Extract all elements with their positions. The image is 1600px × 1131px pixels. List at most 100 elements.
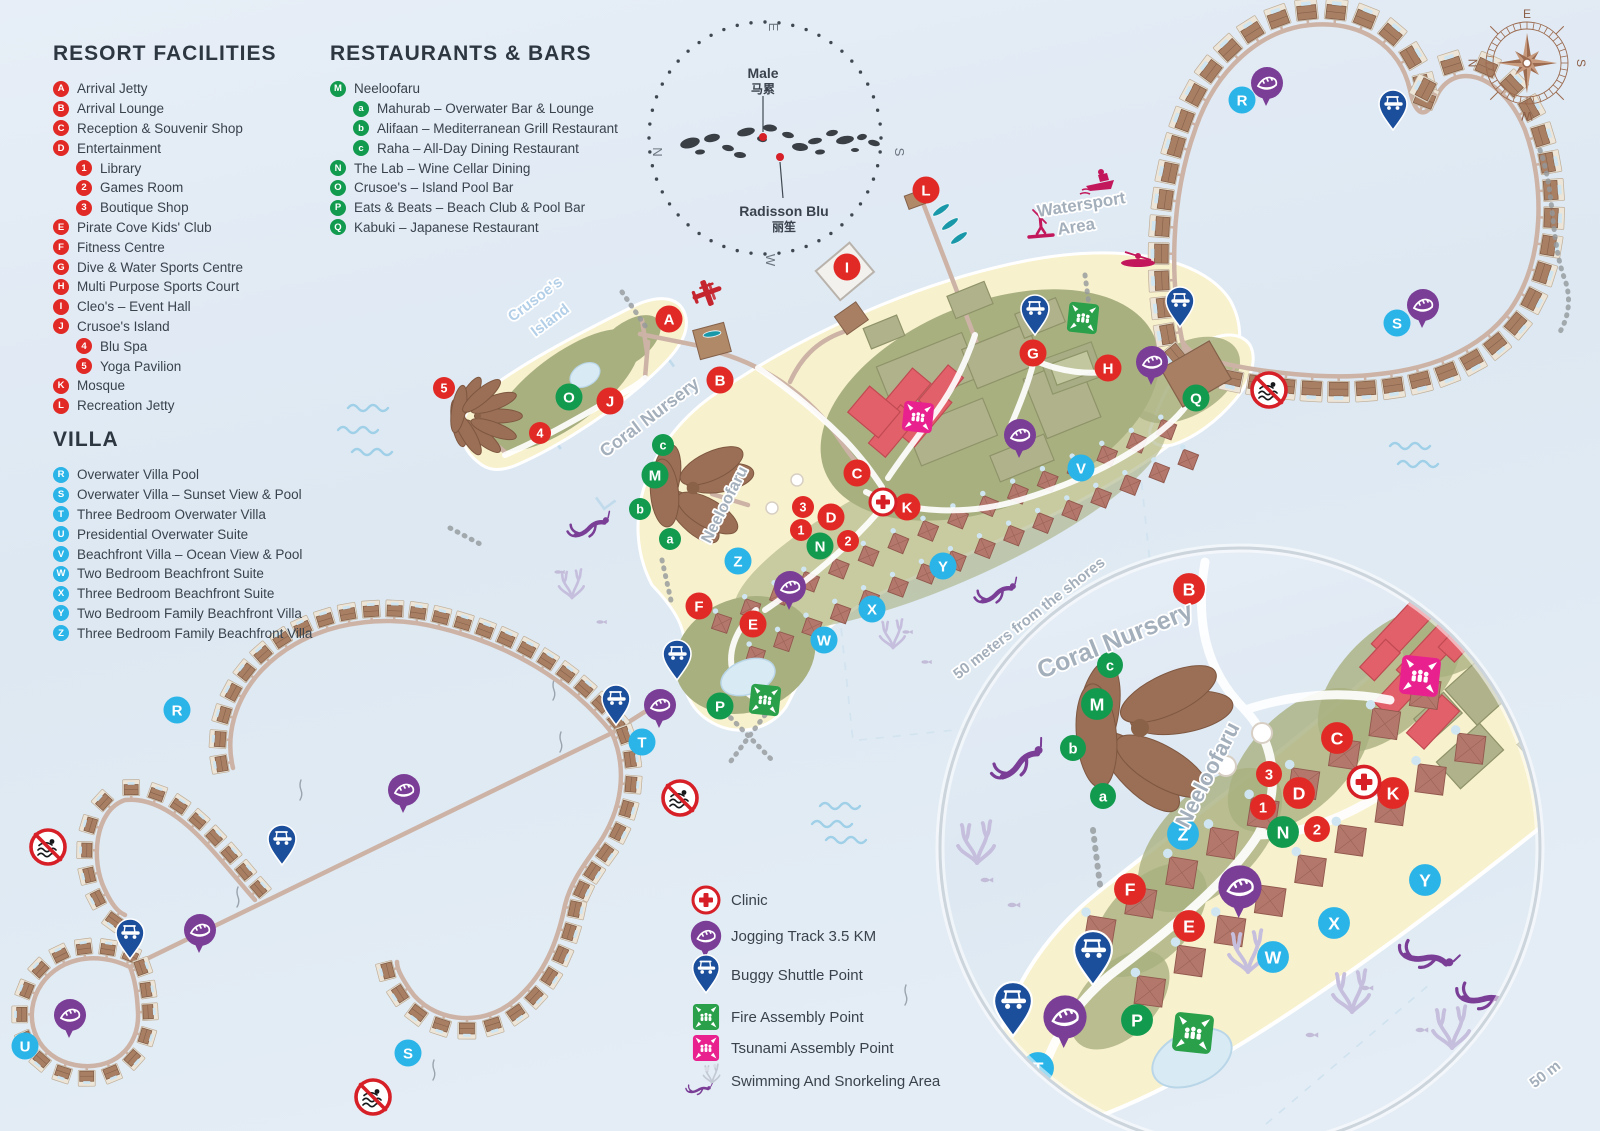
svg-text:N: N [815, 538, 826, 555]
svg-text:N: N [1277, 822, 1290, 842]
map-marker-5[interactable]: 5 [433, 377, 455, 399]
map-marker-Z[interactable]: Z [724, 547, 752, 575]
legend-badge-3: 3 [76, 199, 92, 216]
map-marker-4[interactable]: 4 [529, 422, 551, 444]
map-marker-R[interactable]: R [1228, 86, 1256, 114]
map-marker-O[interactable]: O [555, 383, 583, 411]
map-marker-B[interactable]: B [706, 366, 734, 394]
legend-item-label: Crusoe's Island [77, 318, 170, 334]
fire-assembly-icon[interactable] [748, 683, 782, 717]
svg-text:R: R [1237, 92, 1248, 109]
tsunami-assembly-icon[interactable] [901, 400, 935, 434]
map-marker-Q[interactable]: Q [1182, 384, 1210, 412]
facilities-title: RESORT FACILITIES [53, 42, 277, 65]
fire-assembly-icon[interactable] [1066, 301, 1100, 335]
inset-marker-1[interactable]: 1 [1250, 794, 1276, 820]
svg-text:c: c [660, 439, 667, 453]
inset-marker-D[interactable]: D [1283, 777, 1315, 809]
legend-badge-H: H [53, 278, 69, 295]
legend-item-label: Mahurab – Overwater Bar & Lounge [377, 101, 594, 117]
inset-marker-C[interactable]: C [1321, 722, 1353, 754]
legend-badge-P: P [330, 199, 346, 216]
svg-text:E: E [1183, 916, 1195, 936]
map-marker-a[interactable]: a [659, 528, 681, 550]
inset-marker-M[interactable]: M [1081, 688, 1113, 720]
fire-assembly-icon[interactable] [1171, 1011, 1215, 1055]
map-marker-2[interactable]: 2 [837, 530, 859, 552]
inset-marker-P[interactable]: P [1121, 1004, 1153, 1036]
legend-badge-G: G [53, 259, 69, 276]
inset-marker-B[interactable]: B [1173, 573, 1205, 605]
legend-badge-B: B [53, 100, 69, 117]
inset-marker-N[interactable]: N [1267, 816, 1299, 848]
clinic-icon[interactable] [868, 487, 898, 517]
map-marker-R[interactable]: R [163, 696, 191, 724]
map-marker-C[interactable]: C [843, 459, 871, 487]
map-marker-H[interactable]: H [1094, 354, 1122, 382]
legend-item-label: Arrival Lounge [77, 101, 165, 117]
legend-badge-a: a [353, 100, 369, 117]
clinic-icon[interactable] [1346, 764, 1382, 800]
inset-marker-c[interactable]: c [1097, 652, 1123, 678]
map-marker-N[interactable]: N [806, 532, 834, 560]
inset-marker-X[interactable]: X [1318, 907, 1350, 939]
compass-letter-W: W [1521, 109, 1533, 123]
map-marker-X[interactable]: X [858, 595, 886, 623]
inset-marker-Z[interactable]: Z [1167, 818, 1199, 850]
legend-item-label: Boutique Shop [100, 200, 189, 216]
map-marker-b[interactable]: b [629, 498, 651, 520]
map-marker-3[interactable]: 3 [792, 496, 814, 518]
map-marker-1[interactable]: 1 [790, 519, 812, 541]
tsunami-assembly-icon[interactable] [1398, 654, 1442, 698]
map-marker-c[interactable]: c [652, 434, 674, 456]
map-marker-P[interactable]: P [706, 692, 734, 720]
svg-text:Y: Y [938, 558, 948, 575]
inset-marker-3[interactable]: 3 [1256, 761, 1282, 787]
inset-marker-E[interactable]: E [1173, 910, 1205, 942]
map-marker-A[interactable]: A [655, 305, 683, 333]
map-marker-M[interactable]: M [641, 461, 669, 489]
map-marker-G[interactable]: G [1019, 339, 1047, 367]
inset-marker-K[interactable]: K [1377, 777, 1409, 809]
legend-item-label: Fitness Centre [77, 239, 165, 255]
svg-text:Y: Y [1419, 870, 1431, 890]
legend-badge-M: M [330, 80, 346, 97]
inset-marker-Y[interactable]: Y [1409, 864, 1441, 896]
legend-item: a Mahurab – Overwater Bar & Lounge [353, 99, 618, 119]
inset-marker-2[interactable]: 2 [1304, 816, 1330, 842]
map-legend-item: Fire Assembly Point [692, 1003, 864, 1031]
legend-item: G Dive & Water Sports Centre [53, 257, 277, 277]
map-marker-V[interactable]: V [1067, 454, 1095, 482]
inset-marker-b[interactable]: b [1060, 735, 1086, 761]
map-marker-S[interactable]: S [394, 1039, 422, 1067]
jetty-walkways [29, 22, 1541, 1069]
map-marker-F[interactable]: F [685, 592, 713, 620]
map-marker-I[interactable]: I [833, 253, 861, 281]
map-legend-item: Tsunami Assembly Point [692, 1034, 894, 1062]
map-marker-Y[interactable]: Y [929, 552, 957, 580]
villa-title: VILLA [53, 428, 119, 451]
map-marker-E[interactable]: E [739, 610, 767, 638]
legend-item-label: Two Bedroom Beachfront Suite [77, 566, 264, 582]
map-marker-J[interactable]: J [596, 387, 624, 415]
map-marker-S[interactable]: S [1383, 309, 1411, 337]
legend-badge-1: 1 [76, 160, 92, 177]
map-marker-T[interactable]: T [628, 728, 656, 756]
compass-letter-S: S [1574, 59, 1588, 67]
inset-marker-W[interactable]: W [1257, 941, 1289, 973]
map-marker-W[interactable]: W [810, 626, 838, 654]
legend-item-label: Dive & Water Sports Centre [77, 259, 244, 275]
legend-item-label: Overwater Villa Pool [77, 467, 200, 483]
inset-marker-a[interactable]: a [1090, 783, 1116, 809]
map-marker-D[interactable]: D [817, 503, 845, 531]
inset-marker-F[interactable]: F [1114, 873, 1146, 905]
map-marker-L[interactable]: L [912, 176, 940, 204]
map-marker-U[interactable]: U [11, 1032, 39, 1060]
map-marker-K[interactable]: K [893, 493, 921, 521]
